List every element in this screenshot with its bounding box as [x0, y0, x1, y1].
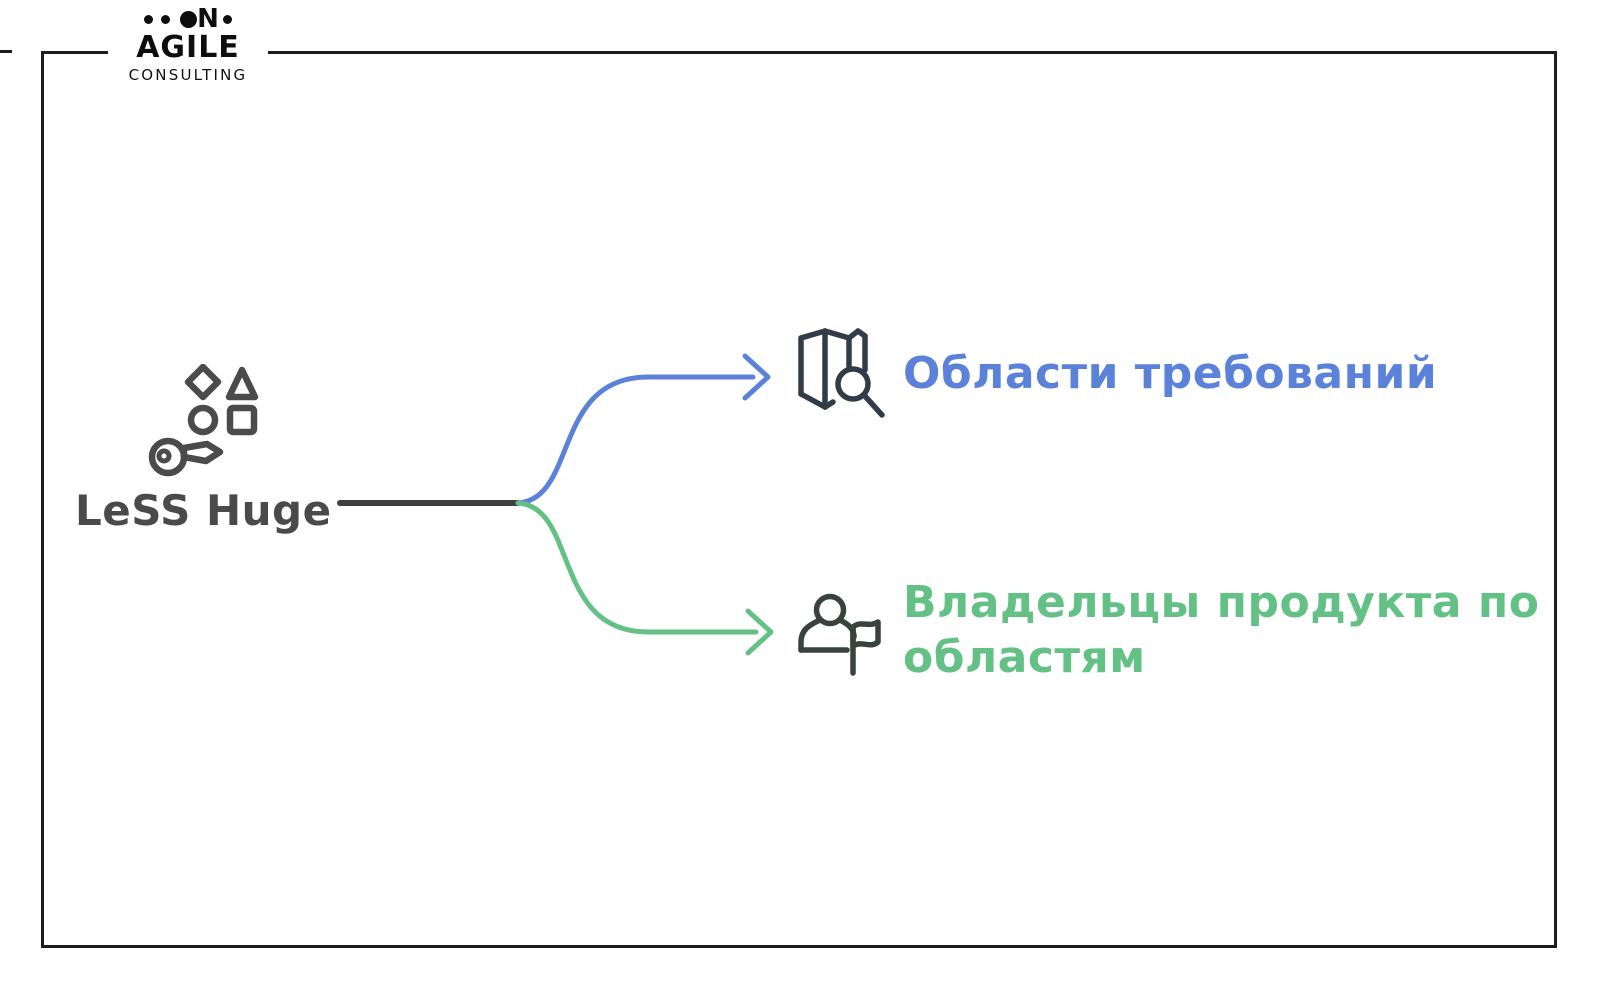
key-blade — [180, 440, 224, 465]
branch-label-area-product-owners: Владельцы продукта по областям — [903, 575, 1539, 685]
user-shoulder-left — [798, 617, 823, 653]
branch-label-line: Области требований — [903, 348, 1438, 399]
root-node-label: LeSS Huge — [75, 486, 332, 535]
flag-banner — [850, 619, 881, 649]
map-top-mid — [822, 328, 852, 341]
logo-dot-icon — [222, 14, 232, 24]
map-top-left — [798, 328, 828, 341]
logo-dot-icon — [161, 14, 171, 24]
diamond-shape — [184, 364, 222, 401]
logo-subtitle: CONSULTING — [128, 65, 248, 84]
branch-label-line: областям — [903, 632, 1146, 683]
map-bottom-left — [798, 391, 828, 410]
logo-dots-icon: N — [140, 6, 236, 32]
logo-wordmark: AGILE — [136, 30, 240, 65]
branch-label-line: Владельцы продукта по — [903, 577, 1540, 628]
key-hole — [156, 448, 172, 464]
map-top-right — [846, 328, 868, 341]
page-border-tick — [0, 50, 12, 53]
user-head — [813, 593, 847, 627]
circle-shape — [187, 404, 219, 436]
map-search-icon — [798, 328, 885, 418]
key-shapes-icon — [148, 364, 259, 477]
page-border — [41, 51, 1557, 948]
magnifier-handle — [861, 392, 885, 418]
map-bottom-mid — [822, 399, 836, 410]
logo-dot-icon — [180, 10, 198, 28]
logo-letter: N — [197, 4, 219, 34]
triangle-shape — [225, 366, 259, 401]
branch-label-requirement-areas: Области требований — [903, 346, 1437, 401]
magnifier-lens — [835, 366, 871, 402]
onagile-logo: N AGILE CONSULTING — [108, 6, 268, 88]
user-flag-icon — [798, 593, 881, 676]
square-shape — [226, 404, 258, 436]
logo-dot-icon — [144, 14, 154, 24]
